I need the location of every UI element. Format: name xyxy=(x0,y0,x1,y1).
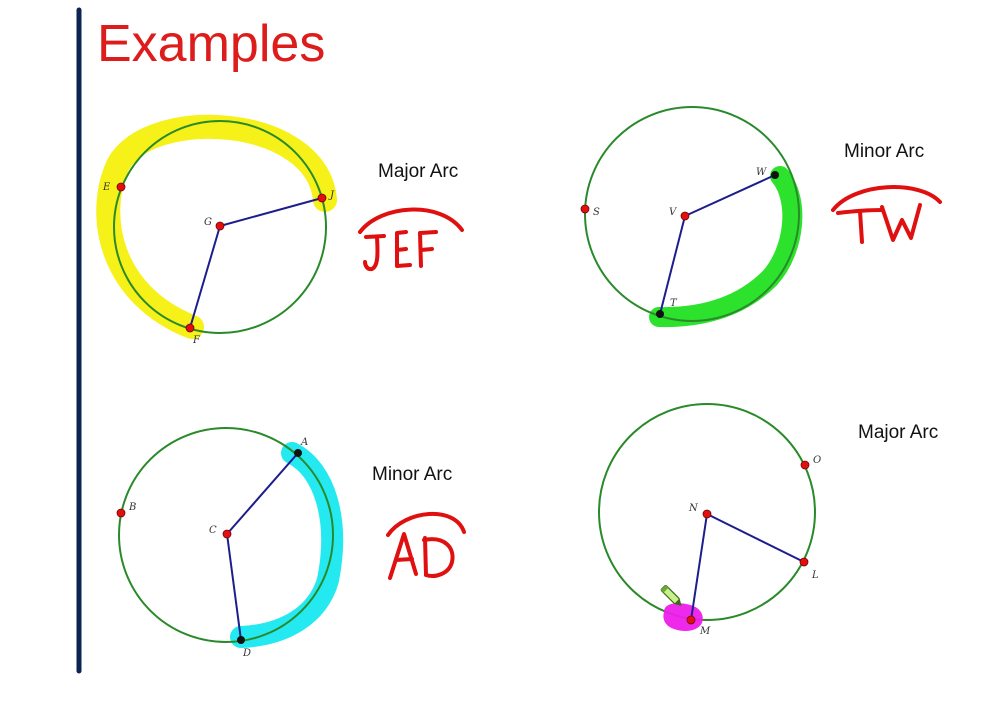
label-t: T xyxy=(670,298,678,309)
label-f: F xyxy=(192,335,201,346)
caption-example-1: Major Arc xyxy=(378,161,459,182)
point-f xyxy=(185,323,195,333)
point-j xyxy=(317,193,327,203)
radius-vw xyxy=(684,174,776,217)
handwritten-answer-tw xyxy=(831,185,942,244)
point-n xyxy=(702,509,712,519)
circle-c xyxy=(118,427,334,643)
label-s: S xyxy=(593,207,600,218)
point-g xyxy=(215,221,225,231)
label-e: E xyxy=(102,182,111,193)
point-d xyxy=(237,636,245,644)
caption-example-3: Minor Arc xyxy=(372,464,453,485)
handwritten-answer-jef xyxy=(358,207,464,272)
highlighter-pen-icon xyxy=(660,584,682,606)
circle-g xyxy=(113,120,327,334)
label-m: M xyxy=(699,626,711,637)
example-1-diagram: E J G F xyxy=(96,114,337,346)
radius-vt xyxy=(659,215,686,315)
radius-nl xyxy=(706,513,805,563)
label-g: G xyxy=(204,217,212,228)
point-o xyxy=(800,460,810,470)
caption-example-2: Minor Arc xyxy=(844,141,925,162)
label-b: B xyxy=(128,502,136,513)
point-v xyxy=(680,211,690,221)
radius-gf xyxy=(189,225,221,329)
radius-gj xyxy=(219,197,323,227)
caption-example-4: Major Arc xyxy=(858,422,939,443)
radius-ca xyxy=(226,452,299,535)
label-l: L xyxy=(811,570,819,581)
highlight-point-m xyxy=(663,603,703,631)
point-e xyxy=(116,182,126,192)
label-a: A xyxy=(300,437,308,448)
example-3-diagram: B C A D xyxy=(116,427,344,659)
point-m xyxy=(686,615,696,625)
label-c: C xyxy=(209,525,217,536)
label-v: V xyxy=(669,207,678,218)
label-d: D xyxy=(242,648,251,659)
radius-nm xyxy=(690,513,708,621)
handwritten-answer-ad xyxy=(386,511,466,580)
label-w: W xyxy=(756,167,767,178)
point-w xyxy=(771,171,779,179)
point-a xyxy=(294,449,302,457)
slide-title: Examples xyxy=(97,15,326,73)
point-l xyxy=(799,557,809,567)
label-n: N xyxy=(688,503,699,514)
point-s xyxy=(580,204,590,214)
point-b xyxy=(116,508,126,518)
example-2-diagram: S V W T xyxy=(580,106,803,328)
point-t xyxy=(656,310,664,318)
circle-n xyxy=(598,403,816,621)
point-c xyxy=(222,529,232,539)
label-j: J xyxy=(328,190,335,201)
label-o: O xyxy=(813,455,821,466)
highlight-arc-tw xyxy=(649,166,803,328)
circle-v xyxy=(584,106,800,322)
example-4-diagram: N O L M xyxy=(598,403,821,637)
radius-cd xyxy=(226,533,242,641)
